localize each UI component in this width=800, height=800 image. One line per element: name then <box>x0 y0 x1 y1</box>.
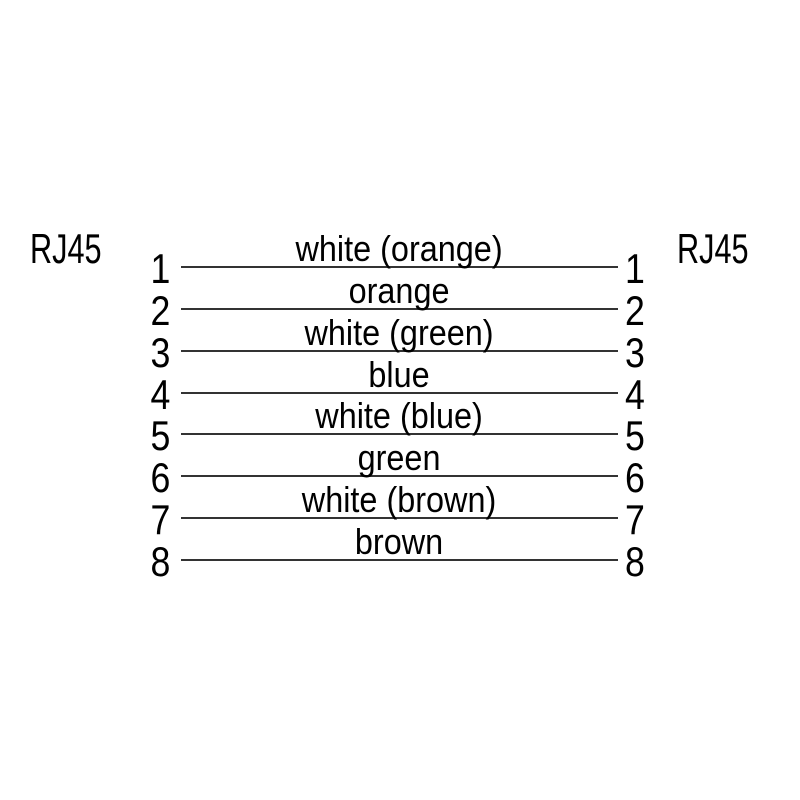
wire-color-label: white (green) <box>304 311 495 353</box>
wire-color-label: brown <box>355 521 444 563</box>
left-pin-number: 4 <box>150 370 170 418</box>
right-pin-number: 1 <box>625 245 645 292</box>
right-pin-number: 5 <box>625 412 645 460</box>
right-pin-number: 2 <box>625 286 645 334</box>
wire-color-label: green <box>358 437 441 479</box>
wire-line <box>181 307 618 310</box>
wire-line <box>181 559 618 562</box>
left-pin-number: 6 <box>150 454 170 502</box>
left-pin-number: 2 <box>150 286 170 334</box>
wire-line <box>181 475 618 478</box>
right-pin-number: 3 <box>625 328 645 376</box>
wire-line <box>181 266 618 268</box>
wire-line <box>181 391 618 394</box>
right-pin-number: 6 <box>625 454 645 502</box>
left-pin-number: 8 <box>150 538 170 586</box>
right-connector-label: RJ45 <box>677 228 775 270</box>
left-pin-number: 3 <box>150 328 170 376</box>
right-pin-number: 4 <box>625 370 645 418</box>
left-connector-label: RJ45 <box>30 228 128 270</box>
left-pin-number: 5 <box>150 412 170 460</box>
left-connector-label-text: RJ45 <box>30 225 102 272</box>
wire-color-label: white (brown) <box>302 479 497 521</box>
wire-line <box>181 433 618 436</box>
right-connector-label-text: RJ45 <box>677 225 749 272</box>
wire-line <box>181 517 618 520</box>
right-pin-number: 7 <box>625 496 645 544</box>
wire-line <box>181 349 618 352</box>
wire-color-label: white (blue) <box>315 395 484 437</box>
left-pin-number: 1 <box>150 245 170 292</box>
wire-color-label: orange <box>349 269 450 311</box>
left-pin-number: 7 <box>150 496 170 544</box>
right-pin-number: 8 <box>625 538 645 586</box>
wire-color-label: white (orange) <box>295 228 504 269</box>
wire-color-label: blue <box>368 353 431 395</box>
